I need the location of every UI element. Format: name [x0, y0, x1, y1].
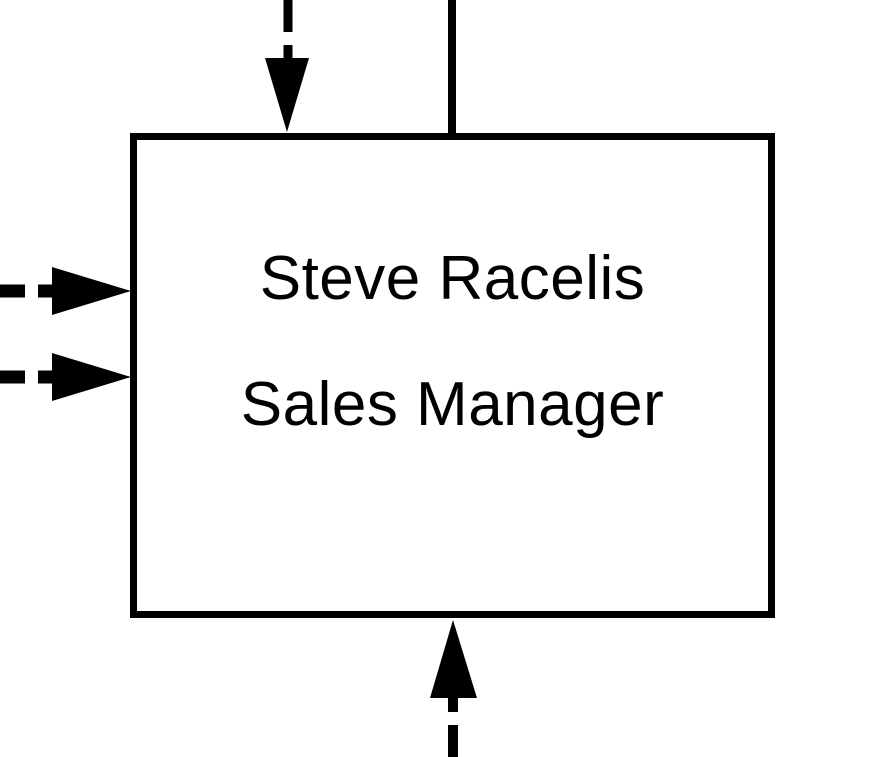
left-dashed-arrow-lower[interactable]: [0, 353, 131, 401]
left-dashed-arrow-upper-head: [52, 267, 131, 315]
top-dashed-arrow-head: [265, 58, 309, 132]
left-dashed-arrow-upper[interactable]: [0, 267, 131, 315]
bottom-dashed-arrow[interactable]: [430, 620, 477, 757]
node-person-name: Steve Racelis: [259, 244, 646, 313]
bottom-dashed-arrow-head: [430, 620, 477, 698]
top-dashed-arrow[interactable]: [265, 0, 309, 132]
left-dashed-arrow-lower-head: [52, 353, 131, 401]
node-person-role: Sales Manager: [240, 370, 665, 439]
person-node-box[interactable]: [130, 133, 775, 618]
